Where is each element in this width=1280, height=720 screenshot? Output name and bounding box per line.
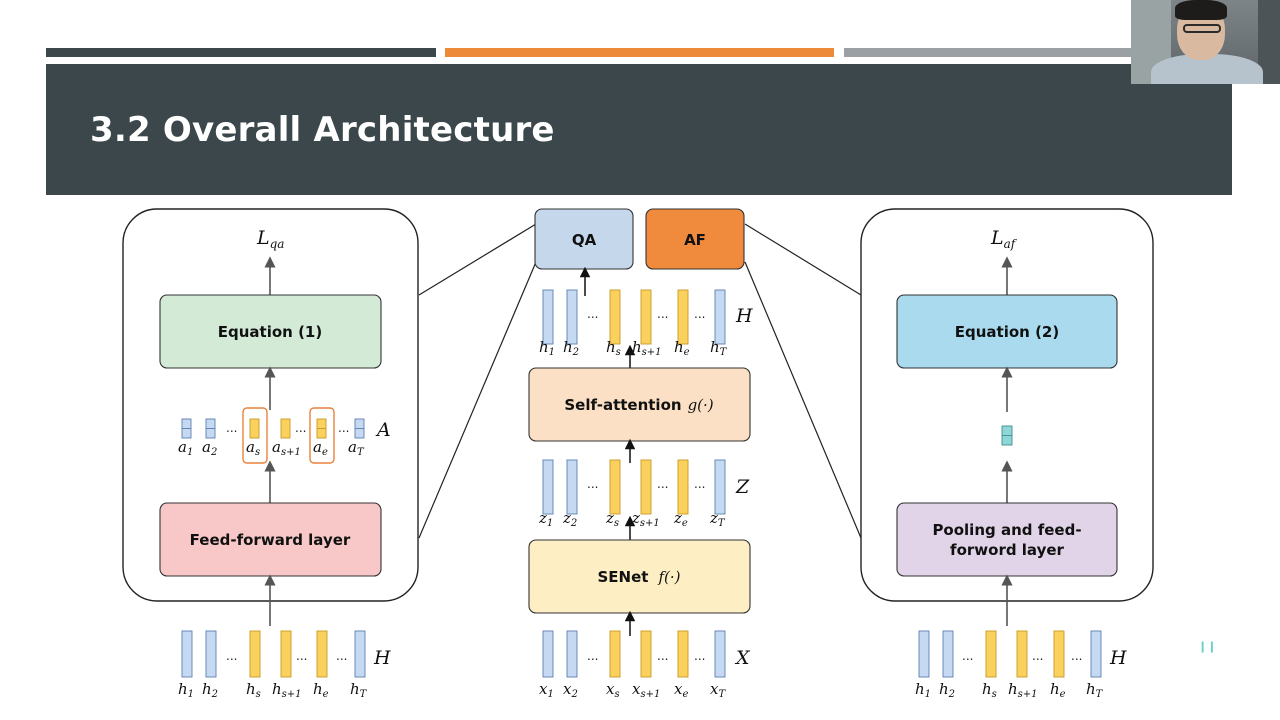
svg-text:...: ...: [336, 649, 347, 663]
qa-label: QA: [572, 231, 597, 249]
right-loss-label: Laf: [990, 227, 1018, 251]
center-h-label: H: [735, 305, 753, 327]
connector-left-bottom: [418, 261, 537, 539]
equation-2-label: Equation (2): [955, 323, 1059, 341]
svg-text:he: he: [313, 680, 329, 700]
svg-text:he: he: [1050, 680, 1066, 700]
presenter-webcam: [1131, 0, 1280, 84]
svg-text:...: ...: [657, 477, 668, 491]
pooling-box: [896, 502, 1118, 577]
svg-text:h2: h2: [202, 680, 218, 700]
svg-text:...: ...: [296, 649, 307, 663]
af-box: [645, 208, 745, 270]
svg-text:...: ...: [1071, 649, 1082, 663]
svg-text:x2: x2: [563, 680, 578, 700]
title-band: [46, 64, 1232, 195]
left-h-label: H: [373, 647, 391, 669]
svg-text:...: ...: [587, 477, 598, 491]
connector-right-top: [744, 223, 862, 296]
svg-text:xs: xs: [606, 680, 620, 700]
svg-text:xT: xT: [710, 680, 726, 700]
self-attention-box: [528, 367, 751, 442]
left-h-row: ... ... ... h1 h2 hs hs+1 he hT H: [178, 630, 391, 700]
connector-right-bottom: [744, 261, 862, 539]
svg-text:h1: h1: [915, 680, 931, 700]
webcam-door: [1258, 0, 1280, 84]
presenter-glasses: [1183, 24, 1221, 33]
center-h-row: ... ... ... h1 h2 hs hs+1 he hT H: [539, 289, 753, 358]
svg-text:hs+1: hs+1: [272, 680, 302, 700]
svg-text:...: ...: [226, 649, 237, 663]
a-matrix-label: A: [375, 419, 391, 441]
as-vector: [249, 418, 260, 439]
feed-forward-label: Feed-forward layer: [190, 531, 351, 549]
svg-text:...: ...: [694, 307, 705, 321]
svg-text:hT: hT: [350, 680, 368, 700]
svg-text:hT: hT: [1086, 680, 1104, 700]
center-z-row: ... ... ... z1 z2 zs zs+1 ze zT Z: [538, 459, 750, 529]
senet-box: [528, 539, 751, 614]
svg-text:x1: x1: [539, 680, 554, 700]
svg-text:xe: xe: [674, 680, 688, 700]
svg-text:...: ...: [962, 649, 973, 663]
right-h-row: ... ... ... h1 h2 hs hs+1 he hT H: [915, 630, 1127, 700]
as1-vector: [280, 418, 291, 439]
a-dots-2: ...: [295, 421, 306, 435]
ae-highlight: [309, 407, 335, 464]
af-label: AF: [684, 231, 706, 249]
accent-bar-left: [46, 48, 436, 57]
center-x-row: ... ... ... x1 x2 xs xs+1 xe xT X: [539, 630, 751, 700]
pooling-label-line2: forword layer: [950, 541, 1065, 559]
svg-text:h1: h1: [178, 680, 194, 700]
right-h-label: H: [1109, 647, 1127, 669]
svg-text:...: ...: [694, 477, 705, 491]
svg-text:xs+1: xs+1: [632, 680, 660, 700]
svg-text:...: ...: [657, 307, 668, 321]
svg-text:h2: h2: [939, 680, 955, 700]
accent-bar-right: [844, 48, 1134, 57]
svg-text:...: ...: [694, 649, 705, 663]
presenter-hair: [1175, 0, 1227, 20]
svg-text:...: ...: [587, 307, 598, 321]
slide-title: 3.2 Overall Architecture: [90, 110, 555, 150]
svg-text:hs: hs: [982, 680, 997, 700]
svg-text:hs: hs: [246, 680, 261, 700]
svg-text:...: ...: [657, 649, 668, 663]
connector-left-top: [418, 223, 537, 296]
as-highlight: [242, 407, 268, 464]
left-loss-label: Lqa: [256, 227, 284, 251]
svg-text:...: ...: [587, 649, 598, 663]
pause-indicator-icon: ❙❙: [1198, 640, 1217, 653]
accent-bar-middle: [445, 48, 834, 57]
center-z-label: Z: [735, 476, 750, 498]
equation-1-label: Equation (1): [218, 323, 322, 341]
a-dots-1: ...: [226, 421, 237, 435]
svg-text:...: ...: [1032, 649, 1043, 663]
pooling-label-line1: Pooling and feed-: [932, 521, 1081, 539]
svg-text:hs+1: hs+1: [1008, 680, 1038, 700]
a-dots-3: ...: [338, 421, 349, 435]
center-x-label: X: [734, 647, 751, 669]
